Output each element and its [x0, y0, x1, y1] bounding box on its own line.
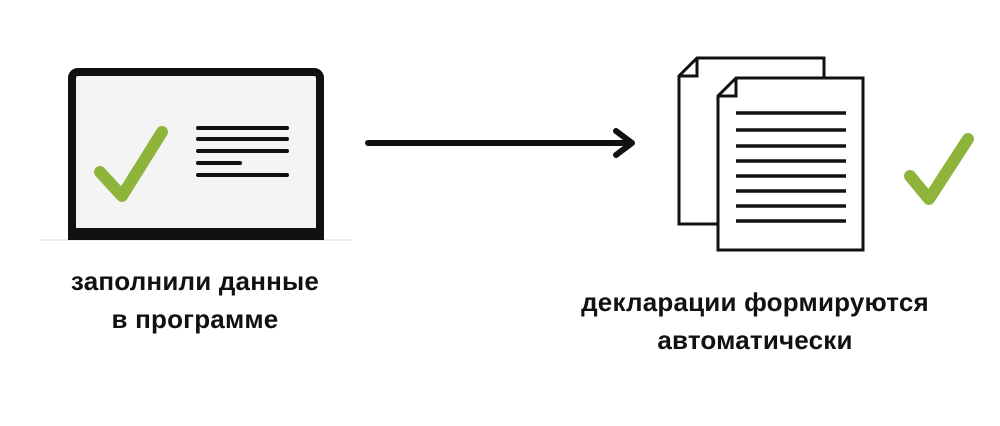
arrow-right-icon [365, 128, 635, 158]
step-2-line-2: автоматически [657, 325, 853, 355]
checkmark-icon [904, 133, 974, 205]
text-lines [196, 126, 289, 177]
step-2-line-1: декларации формируются [581, 287, 929, 317]
step-1-line-2: в программе [111, 304, 279, 334]
document-lines [736, 111, 846, 223]
step-1-caption: заполнили данные в программе [20, 262, 370, 338]
front-document [716, 76, 865, 252]
step-1-line-1: заполнили данные [70, 266, 320, 296]
laptop-icon [40, 68, 352, 241]
documents-icon [677, 56, 865, 252]
checkmark-icon [94, 126, 168, 202]
step-2-caption: декларации формируются автоматически [520, 283, 990, 359]
